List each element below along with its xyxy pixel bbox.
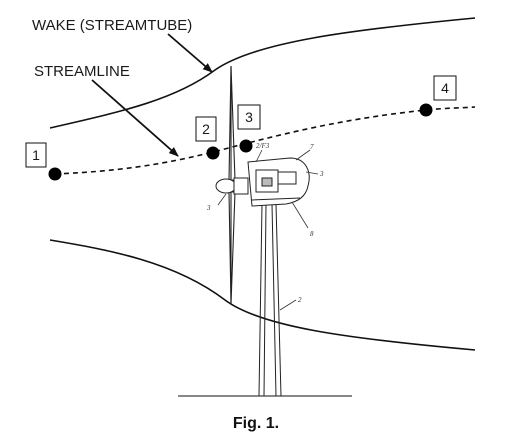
turbine-tower: [258, 203, 282, 397]
part-number-8: 8: [310, 230, 314, 238]
station-point-1: [48, 167, 62, 181]
station-label-1: 1: [32, 147, 40, 163]
part-number-7: 7: [310, 143, 314, 151]
streamtube-upper-boundary: [49, 17, 476, 129]
rotor-hub: [215, 177, 249, 195]
station-box-3: 3: [237, 104, 261, 130]
streamline-label-arrow: [91, 79, 179, 157]
station-point-4: [419, 103, 433, 117]
streamtube-lower-boundary: [49, 239, 476, 351]
part-number-3-hub: 3: [206, 204, 211, 212]
station-point-2: [206, 146, 220, 160]
station-label-2: 2: [202, 121, 210, 137]
station-box-2: 2: [195, 116, 217, 142]
streamline-label: STREAMLINE: [34, 63, 130, 80]
wake-label-arrow: [167, 33, 213, 73]
part-number-2-tower: 2: [298, 296, 302, 304]
station-label-4: 4: [441, 80, 449, 96]
station-box-4: 4: [433, 75, 457, 101]
streamline-dashed: [54, 106, 476, 175]
station-point-3: [239, 139, 253, 153]
wake-streamtube-label: WAKE (STREAMTUBE): [32, 17, 192, 34]
figure-caption: Fig. 1.: [233, 415, 279, 432]
nacelle: [247, 157, 310, 207]
part-number-2-f3: 2/F3: [256, 142, 270, 150]
station-box-1: 1: [25, 142, 47, 168]
part-leader-lines: [217, 149, 319, 311]
part-number-3-nacelle: 3: [319, 170, 324, 178]
station-label-3: 3: [245, 109, 253, 125]
